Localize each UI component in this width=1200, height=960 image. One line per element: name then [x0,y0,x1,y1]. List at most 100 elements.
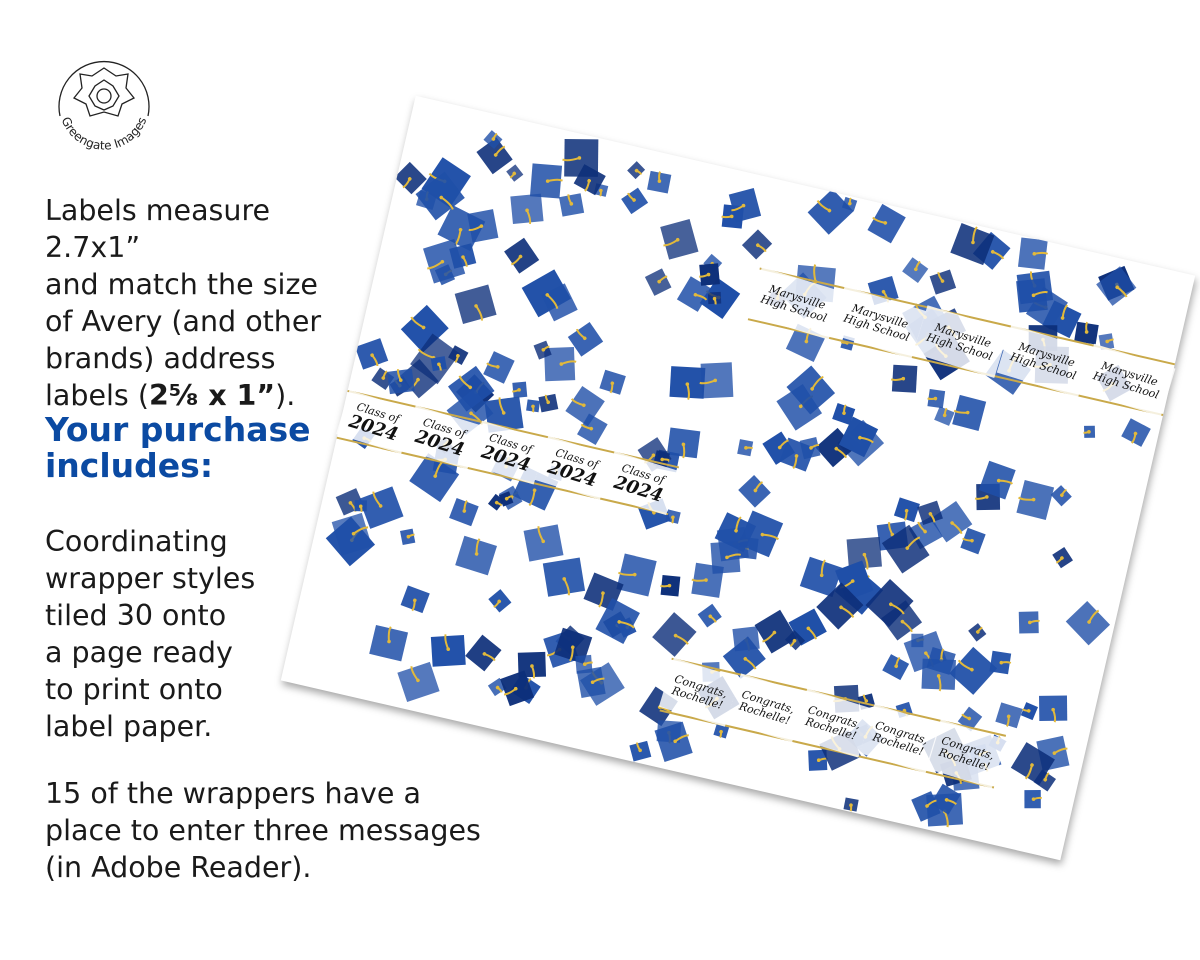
grad-cap-icon [1039,695,1068,723]
grad-cap-icon [699,362,734,399]
grad-cap-icon [799,556,843,598]
grad-cap-icon [465,634,502,672]
grad-cap-icon [562,139,599,177]
grad-cap-icon [713,723,730,739]
grad-cap-icon [644,268,672,296]
grad-cap-icon [738,510,784,558]
grad-cap-icon [526,399,541,413]
grad-cap-icon [917,500,943,526]
grad-cap-icon [911,791,941,822]
grad-cap-icon [449,497,479,527]
text-line: place to enter three messages [45,814,481,847]
grad-cap-icon [816,582,864,630]
grad-cap-icon [454,284,497,325]
grad-cap-icon [995,702,1023,729]
text-line: label paper. [45,710,213,743]
grad-cap-icon [558,193,585,217]
grad-cap-icon [934,406,955,426]
grad-cap-icon [930,500,973,543]
grad-cap-icon [786,365,836,415]
grad-cap-icon [669,366,706,400]
grad-cap-icon [504,237,540,274]
grad-cap-icon [487,493,505,511]
text-line: Coordinating [45,525,228,558]
grad-cap-icon [950,223,995,266]
grad-cap-icon [1121,418,1151,447]
grad-cap-icon [665,509,681,524]
grad-cap-icon [397,661,440,703]
grad-cap-icon [430,634,466,667]
grad-cap-icon [927,389,946,409]
grad-cap-icon [331,512,373,556]
includes-description: Coordinating wrapper styles tiled 30 ont… [45,523,335,745]
grad-cap-icon [523,524,564,562]
grad-cap-icon [448,345,469,365]
grad-cap-icon [846,536,882,570]
grad-cap-icon [359,486,404,529]
grad-cap-icon [1016,278,1048,313]
grad-cap-icon [575,654,593,674]
grad-cap-icon [455,535,497,576]
grad-cap-icon [832,403,856,426]
label-size-description: Labels measure 2.7x1” and match the size… [45,192,365,414]
grad-cap-icon [621,187,649,215]
grad-cap-icon [400,304,449,353]
grad-cap-icon [500,670,535,707]
grad-cap-icon [394,161,427,195]
grad-cap-icon [660,218,699,260]
grad-cap-icon [538,393,559,413]
grad-cap-icon [1074,321,1099,345]
grad-cap-icon [369,624,409,662]
grad-cap-icon [654,721,693,762]
purchase-heading: Your purchase includes: [45,412,375,484]
text-line: tiled 30 onto [45,599,227,632]
text-line: wrapper styles [45,562,256,595]
text-line: labels (2⅝ x 1”). [45,377,365,414]
grad-cap-icon [488,589,512,613]
grad-cap-icon [1018,611,1040,634]
grad-cap-icon [838,416,879,458]
grad-cap-icon [710,541,741,574]
grad-cap-icon [616,553,657,597]
grad-cap-icon [921,658,956,692]
grad-cap-icon [890,364,918,393]
grad-cap-icon [699,263,720,286]
grad-cap-icon [799,436,821,460]
grad-cap-icon [647,170,672,194]
grad-cap-pattern [325,130,1151,828]
grad-cap-icon [893,497,920,523]
text-line: of Avery (and other [45,305,322,338]
messages-description: 15 of the wrappers have a place to enter… [45,775,565,886]
grad-cap-icon [660,574,681,597]
grad-cap-icon [483,130,503,149]
grad-cap-icon [881,524,930,574]
grad-cap-icon [506,164,524,182]
grad-cap-icon [544,346,577,382]
grad-cap-icon [728,188,762,223]
grad-cap-icon [430,356,447,372]
heading-line: Your purchase [45,410,311,449]
grad-cap-icon [595,598,640,645]
grad-cap-icon [510,193,544,225]
grad-cap-icon [722,636,766,679]
grad-cap-icon [738,474,771,508]
text-part: ). [275,379,296,412]
text-line: 15 of the wrappers have a [45,777,421,810]
grad-cap-icon [666,427,701,459]
grad-cap-icon [517,651,547,679]
grad-cap-icon [807,188,854,235]
grad-cap-icon [627,161,646,180]
text-line: and match the size [45,268,318,301]
grad-cap-icon [1010,742,1055,786]
grad-cap-icon [1020,702,1039,721]
grad-cap-icon [1083,425,1096,438]
grad-cap-icon [902,257,929,283]
grad-cap-icon [929,269,957,295]
grad-cap-icon [762,431,795,465]
grad-cap-icon [737,439,754,457]
grad-cap-icon [1016,479,1055,521]
size-bold: 2⅝ x 1” [148,379,276,412]
grad-cap-icon [741,229,773,260]
text-line: (in Adobe Reader). [45,851,312,884]
